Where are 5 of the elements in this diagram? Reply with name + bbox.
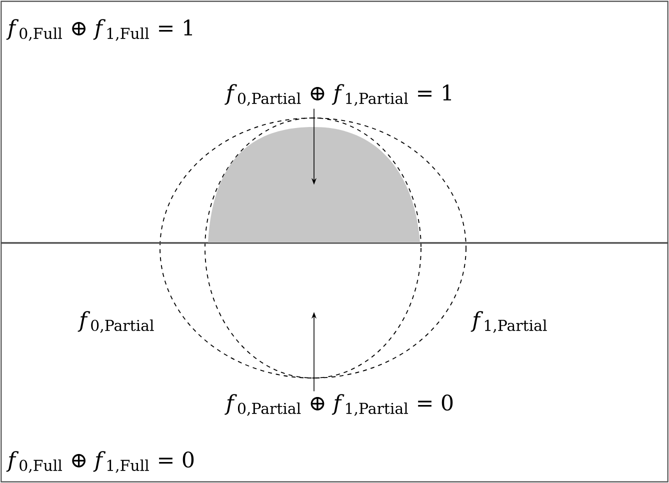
circle-label: f$_{0,Partial}$ xyxy=(78,311,154,333)
shaded-region xyxy=(208,127,420,243)
formula-label: f$_{0,Partial}$ ⊕ f$_{1,Partial}$ = 1 xyxy=(224,84,452,106)
circle-label: f$_{1,Partial}$ xyxy=(470,311,547,333)
formula-label: f$_{0,Partial}$ ⊕ f$_{1,Partial}$ = 0 xyxy=(224,394,453,416)
